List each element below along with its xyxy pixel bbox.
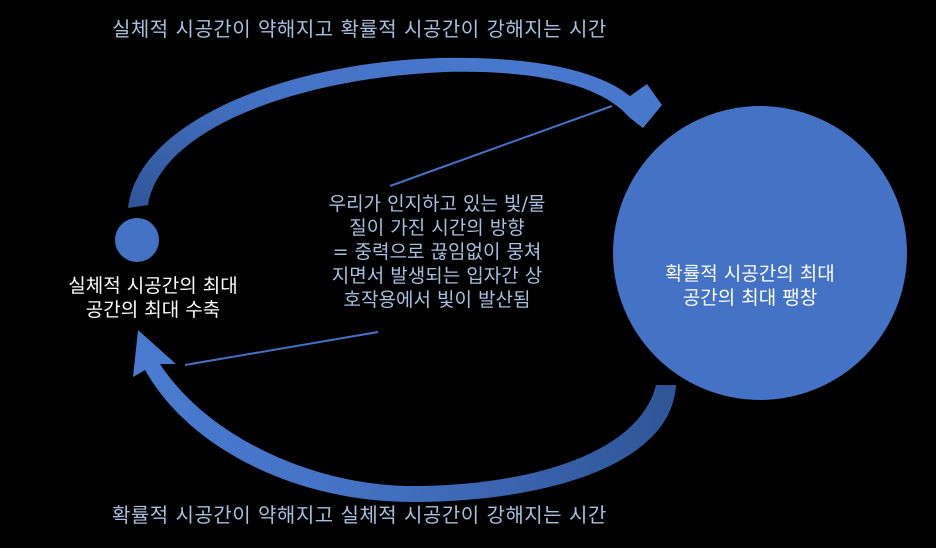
center-note-line: 지면서 발생되는 입자간 상 xyxy=(331,265,543,287)
bottom-arc-arrow xyxy=(133,330,676,503)
center-note-line: 호작용에서 빛이 발산됨 xyxy=(343,289,531,311)
center-note: 우리가 인지하고 있는 빛/물 질이 가진 시간의 방향 = 중력으로 끊임없이… xyxy=(272,192,602,312)
connector-line-top xyxy=(389,105,613,187)
left-node-label-line: 실체적 시공간의 최대 xyxy=(68,275,238,297)
left-node-label-line: 공간의 최대 수축 xyxy=(85,299,221,321)
center-note-line: = 중력으로 끊임없이 뭉쳐 xyxy=(332,241,542,263)
top-arc-arrow xyxy=(128,57,662,209)
top-caption: 실체적 시공간이 약해지고 확률적 시공간이 강해지는 시간 xyxy=(112,17,607,41)
right-node-label-line: 공간의 최대 팽창 xyxy=(682,287,818,309)
right-node-circle xyxy=(613,106,907,400)
connector-line-bottom xyxy=(184,331,379,366)
left-node-label: 실체적 시공간의 최대 공간의 최대 수축 xyxy=(28,274,278,322)
bottom-caption: 확률적 시공간이 약해지고 실체적 시공간이 강해지는 시간 xyxy=(112,503,607,527)
right-node-label: 확률적 시공간의 최대 공간의 최대 팽창 xyxy=(630,262,870,310)
center-note-line: 우리가 인지하고 있는 빛/물 xyxy=(328,193,546,215)
left-node-circle xyxy=(115,218,159,262)
center-note-line: 질이 가진 시간의 방향 xyxy=(349,217,525,239)
right-node-label-line: 확률적 시공간의 최대 xyxy=(665,263,835,285)
